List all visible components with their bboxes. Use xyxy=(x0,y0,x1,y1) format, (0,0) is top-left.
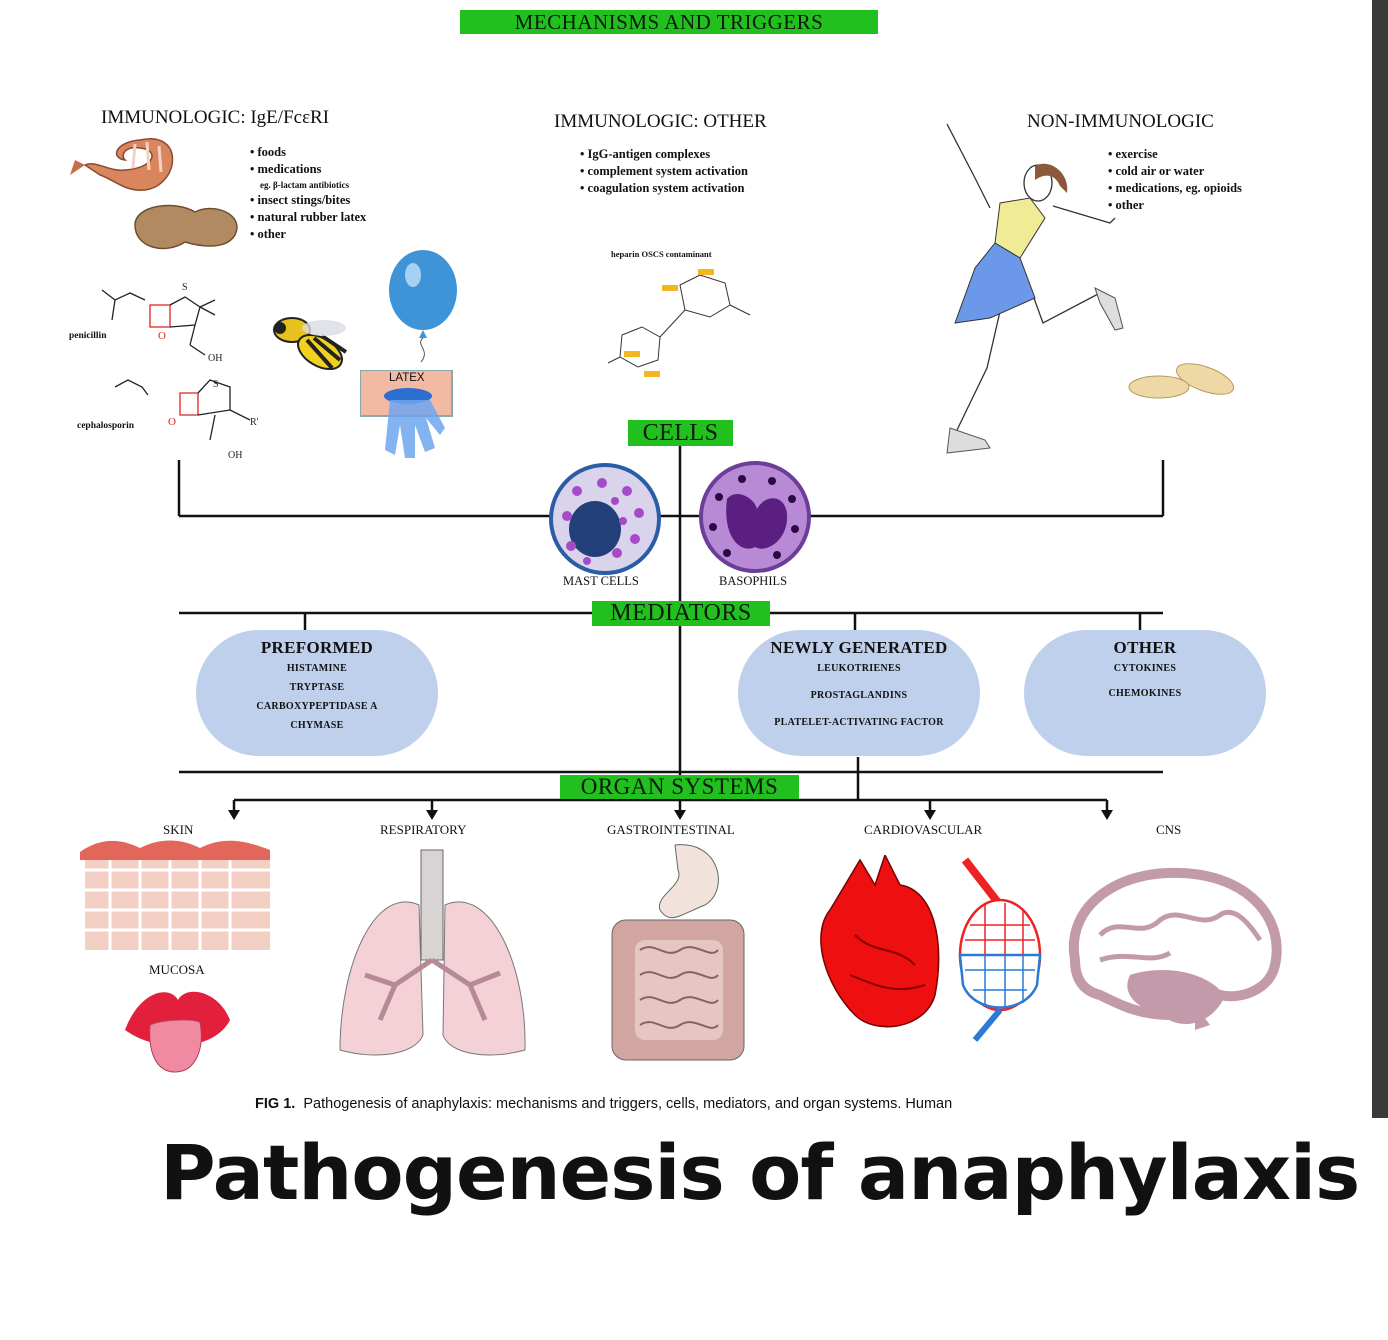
organ-systems-label: ORGAN SYSTEMS xyxy=(560,775,799,799)
list-item: eg. β-lactam antibiotics xyxy=(260,180,349,190)
preformed-title: PREFORMED xyxy=(260,638,374,657)
ige-title: IMMUNOLOGIC: IgE/FcεRI xyxy=(101,107,330,128)
ige-trigger-list: foods medications eg. β-lactam antibioti… xyxy=(250,144,367,243)
list-item: LEUKOTRIENES xyxy=(817,663,901,674)
respiratory-label: RESPIRATORY xyxy=(380,822,467,837)
lungs-icon xyxy=(339,849,526,1056)
page-title: Pathogenesis of anaphylaxis xyxy=(160,1128,1360,1217)
figure-caption-text: Pathogenesis of anaphylaxis: mechanisms … xyxy=(303,1096,953,1112)
peanut-icon xyxy=(134,204,238,250)
basophil-icon xyxy=(699,461,811,573)
non-immunologic-list: exercise cold air or water medications, … xyxy=(1108,146,1242,214)
svg-text:S: S xyxy=(213,379,219,390)
brain-icon xyxy=(1068,867,1282,1030)
list-item: CYTOKINES xyxy=(1113,663,1177,674)
list-item: other xyxy=(250,226,366,243)
list-item: complement system activation xyxy=(580,163,748,180)
svg-text:O: O xyxy=(168,416,176,428)
svg-text:OH: OH xyxy=(228,450,242,461)
svg-text:S: S xyxy=(182,282,188,293)
list-item: insect stings/bites xyxy=(250,192,366,209)
pills-icon xyxy=(1128,363,1234,399)
latex-glove-icon xyxy=(360,370,453,458)
svg-text:OH: OH xyxy=(208,353,222,364)
immunologic-other-list: IgG-antigen complexes complement system … xyxy=(580,146,748,197)
list-item: cold air or water xyxy=(1108,163,1242,180)
mucosa-label: MUCOSA xyxy=(149,962,205,977)
mast-cell-icon xyxy=(549,463,661,575)
list-item: TRYPTASE xyxy=(289,682,345,693)
mouth-tongue-icon xyxy=(125,991,230,1073)
list-item: coagulation system activation xyxy=(580,180,748,197)
svg-text:O: O xyxy=(158,330,166,342)
list-item: PROSTAGLANDINS xyxy=(810,690,908,701)
list-item: PLATELET-ACTIVATING FACTOR xyxy=(774,717,944,728)
gastrointestinal-label: GASTROINTESTINAL xyxy=(607,822,735,837)
skin-label: SKIN xyxy=(163,822,194,837)
list-item: IgG-antigen complexes xyxy=(580,146,748,163)
non-immunologic-title: NON-IMMUNOLOGIC xyxy=(1027,111,1214,132)
blood-vessel-network-icon xyxy=(958,857,1042,1042)
list-item: CHYMASE xyxy=(290,720,344,731)
mediators-label: MEDIATORS xyxy=(592,601,770,626)
skin-tissue-icon xyxy=(80,840,270,950)
beta-lactam-structures: O O OH OH S S R' xyxy=(101,282,259,461)
basophils-label: BASOPHILS xyxy=(719,574,788,588)
newly-generated-mediators: NEWLY GENERATED LEUKOTRIENES PROSTAGLAND… xyxy=(738,630,980,756)
gastrointestinal-icon xyxy=(611,844,745,1061)
cns-label: CNS xyxy=(1156,822,1182,837)
heparin-label: heparin OSCS contaminant xyxy=(611,249,712,259)
list-item: exercise xyxy=(1108,146,1242,163)
newly-generated-title: NEWLY GENERATED xyxy=(770,638,948,657)
other-mediators-title: OTHER xyxy=(1113,638,1177,657)
window-edge-bar xyxy=(1372,0,1388,1118)
list-item: HISTAMINE xyxy=(286,663,348,674)
heart-icon xyxy=(820,855,940,1028)
shrimp-icon xyxy=(70,138,174,191)
list-item: other xyxy=(1108,197,1242,214)
figure-number: FIG 1. xyxy=(255,1096,296,1112)
heparin-oscs-structure xyxy=(607,269,751,377)
mast-cells-label: MAST CELLS xyxy=(563,574,639,588)
penicillin-label: penicillin xyxy=(69,331,107,341)
wasp-icon xyxy=(273,317,348,371)
svg-text:R': R' xyxy=(250,417,259,428)
shrimp-peanut-illustration xyxy=(70,138,238,250)
cephalosporin-label: cephalosporin xyxy=(77,421,135,431)
list-item: CARBOXYPEPTIDASE A xyxy=(256,701,378,712)
list-item: CHEMOKINES xyxy=(1108,688,1182,699)
cells-label: CELLS xyxy=(628,420,733,446)
list-item: natural rubber latex xyxy=(250,209,367,226)
preformed-mediators: PREFORMED HISTAMINE TRYPTASE CARBOXYPEPT… xyxy=(196,630,438,756)
other-mediators: OTHER CYTOKINES CHEMOKINES xyxy=(1024,630,1266,756)
cardiovascular-label: CARDIOVASCULAR xyxy=(864,822,983,837)
immunologic-other-title: IMMUNOLOGIC: OTHER xyxy=(554,111,767,132)
list-item: medications xyxy=(250,161,366,178)
list-item: medications, eg. opioids xyxy=(1108,180,1242,197)
balloon-icon xyxy=(389,250,457,363)
figure-caption: FIG 1. Pathogenesis of anaphylaxis: mech… xyxy=(255,1096,952,1112)
mechanisms-header: MECHANISMS AND TRIGGERS xyxy=(460,10,878,34)
skater-illustration xyxy=(946,123,1124,454)
list-item: foods xyxy=(250,144,366,161)
latex-label: LATEX xyxy=(389,372,425,384)
